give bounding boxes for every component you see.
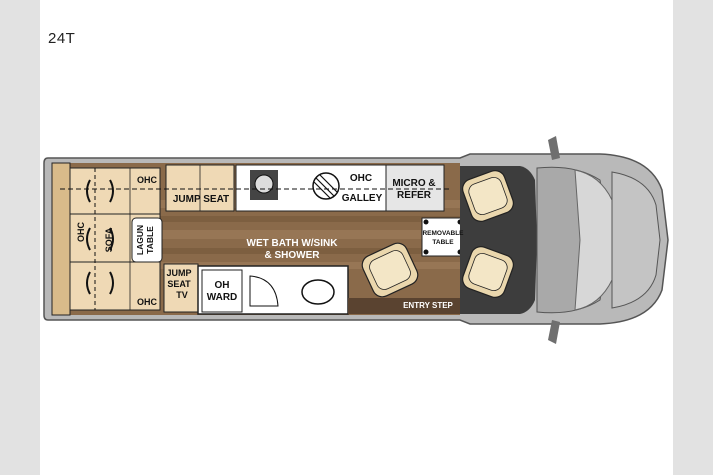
label-ohc-rear-top: OHC [137,175,158,185]
mirror-top [548,136,560,160]
label-oh-ward-2: WARD [207,292,238,303]
label-ohc-rear-bottom: OHC [137,297,158,307]
label-jump-seat-top: JUMP SEAT [173,194,229,205]
mirror-bottom [548,320,560,344]
label-ohc-sofa-2: SOFA [104,227,114,252]
bath-sink-icon [249,275,279,307]
label-ohc-galley-1: OHC [350,173,372,184]
hood [611,171,661,309]
sink-icon [312,172,340,200]
label-removable-table-1: REMOVABLE [422,230,464,237]
label-jump-seat-tv-3: TV [176,290,188,300]
label-lagun-1: LAGUN [135,225,145,255]
label-entry-step: ENTRY STEP [403,301,453,310]
label-jump-seat-tv-1: JUMP [166,268,191,278]
label-oh-ward-1: OH [215,280,230,291]
label-micro-refer-1: MICRO & [392,178,435,189]
lagun-table [131,217,163,263]
toilet-icon [301,279,335,305]
label-jump-seat-tv-2: SEAT [167,279,191,289]
entry-step [348,298,460,314]
label-lagun-2: TABLE [145,226,155,254]
oh-wardrobe [201,269,243,313]
model-name: 24T [48,30,76,47]
cab-seat-top [462,170,514,222]
label-removable-table-2: TABLE [432,239,454,246]
swivel-chair [361,242,419,298]
label-ohc-galley-2: GALLEY [342,193,383,204]
label-wet-bath-1: WET BATH W/SINK [247,238,339,249]
label-ohc-sofa-1: OHC [76,222,86,243]
cab-seat-bottom [462,246,514,298]
label-micro-refer-2: REFER [397,190,432,201]
removable-table [421,217,465,257]
seatbelt-icons [86,179,114,295]
label-wet-bath-2: & SHOWER [265,250,321,261]
micro-refer [385,164,445,212]
